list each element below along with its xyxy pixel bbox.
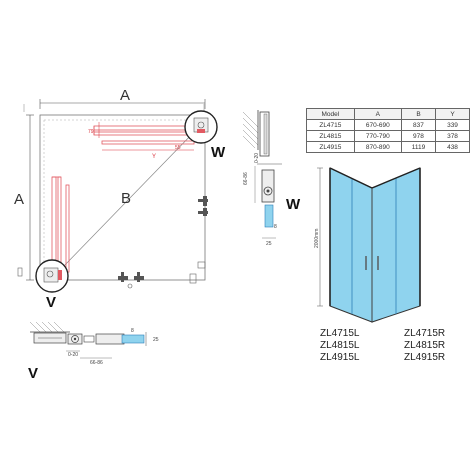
spec-header-model: Model [306, 108, 355, 120]
table-cell: 438 [435, 141, 470, 153]
table-row: ZL4715 670-690 837 339 [306, 119, 470, 131]
spec-header-a: A [353, 108, 402, 120]
diagonal-b-label: B [121, 190, 131, 207]
model-item: ZL4715R [404, 328, 446, 339]
detail-w-marker: W [211, 144, 226, 161]
table-cell: 1119 [400, 141, 437, 153]
detail-v-dim-range: 66-86 [90, 360, 103, 366]
table-cell: 837 [400, 119, 437, 131]
spec-header-b: B [400, 108, 437, 120]
side-dim-label: 55 [175, 145, 181, 151]
table-cell: 378 [435, 130, 470, 142]
table-cell: 870-890 [353, 141, 402, 153]
detail-v-dim-b: 8 [131, 328, 134, 334]
detail-w-dim-range: 66-86 [243, 172, 249, 185]
detail-w-dim-a: 25 [266, 241, 272, 247]
detail-w-dim-b: 8 [274, 224, 277, 230]
models-right-list: ZL4715R ZL4815R ZL4915R [404, 328, 445, 364]
models-left-list: ZL4715L ZL4815L ZL4915L [320, 328, 359, 364]
table-cell: ZL4815 [306, 130, 355, 142]
diagonal-b [61, 129, 197, 269]
detail-v-dim-a: 25 [153, 337, 159, 343]
table-cell: 770-790 [353, 130, 402, 142]
detail-circle-v [35, 259, 69, 293]
model-item: ZL4915R [404, 352, 446, 363]
left-folding-door [51, 176, 70, 273]
height-label: 2000mm [314, 229, 320, 248]
model-item: ZL4815L [320, 340, 360, 351]
detail-w-dim-offset: 0-20 [254, 153, 260, 163]
detail-v-title: V [28, 365, 38, 382]
dimension-a-label: A [120, 87, 130, 104]
detail-w-section: 0-20 66-86 25 8 W [242, 110, 301, 247]
dimension-a-side-label: A [14, 191, 24, 208]
table-cell: ZL4715 [306, 119, 355, 131]
spec-table: Model A B Y ZL4715 670-690 837 339 ZL481… [306, 108, 470, 153]
right-hinges [198, 196, 208, 216]
table-cell: 339 [435, 119, 470, 131]
dimension-y-label: Y [152, 154, 156, 160]
detail-v-marker: V [46, 294, 56, 311]
model-item: ZL4815R [404, 340, 446, 351]
spec-header-y: Y [435, 108, 470, 120]
top-dim-label: 79 [88, 129, 94, 135]
detail-circle-w [184, 110, 218, 144]
detail-v-dim-offset: 0-20 [68, 352, 78, 358]
bottom-hinges [118, 272, 144, 289]
detail-v-section: 0-20 66-86 25 8 V [28, 321, 159, 382]
plan-view: A A B 79 Y 55 [14, 87, 226, 311]
shower-elevation: 2000mm [314, 167, 421, 323]
top-folding-door: 79 Y 55 [88, 122, 195, 160]
table-cell: 978 [400, 130, 437, 142]
table-row: ZL4915 870-890 1119 438 [306, 141, 470, 153]
model-item: ZL4715L [320, 328, 360, 339]
left-glass-panel [329, 167, 373, 323]
table-row: ZL4815 770-790 978 378 [306, 130, 470, 142]
spec-table-header: Model A B Y [306, 108, 470, 120]
table-cell: ZL4915 [306, 141, 355, 153]
detail-w-title: W [286, 196, 301, 213]
table-cell: 670-690 [353, 119, 402, 131]
model-item: ZL4915L [320, 352, 360, 363]
